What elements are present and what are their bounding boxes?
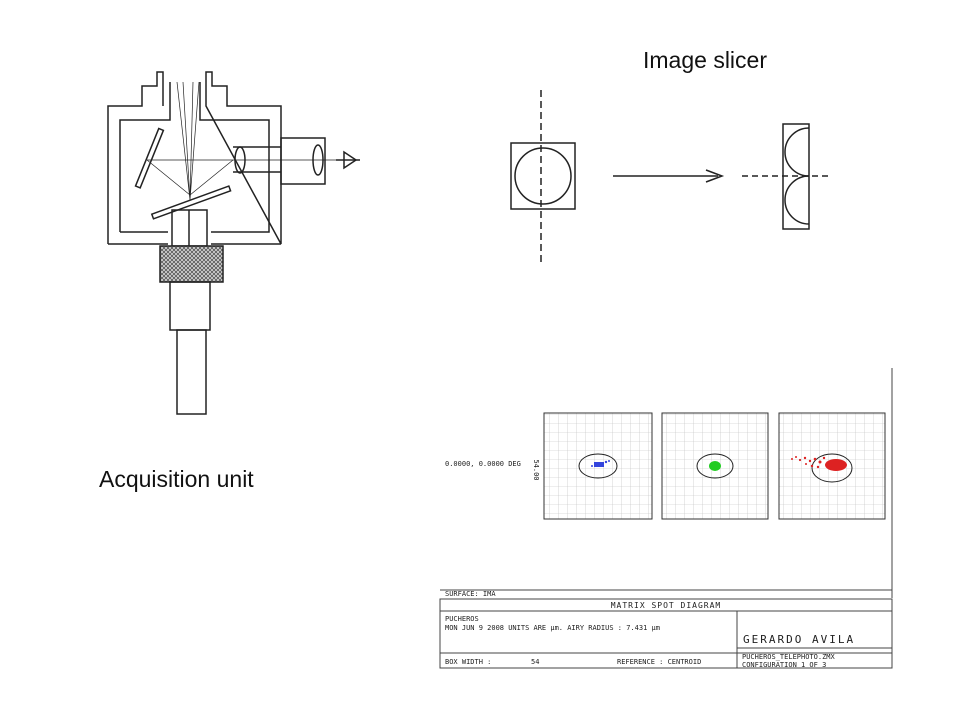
spot-diagram-title: MATRIX SPOT DIAGRAM — [611, 601, 722, 610]
box-width-label: BOX WIDTH : — [445, 658, 491, 666]
spot-points-red — [791, 456, 847, 471]
author-name: GERARDO AVILA — [743, 633, 855, 646]
spot-points-green — [709, 461, 721, 471]
field-angle-label: 0.0000, 0.0000 DEG — [445, 460, 521, 468]
system-name: PUCHEROS — [445, 615, 479, 623]
surface-label: SURFACE: IMA — [445, 590, 496, 598]
spot-box-3 — [778, 412, 886, 520]
image-slicer-drawing — [510, 90, 832, 262]
acquisition-unit-drawing — [107, 71, 360, 415]
spot-diagram-printout: 0.0000, 0.0000 DEG 54.00 — [439, 368, 893, 669]
reference-label: REFERENCE : CENTROID — [617, 658, 701, 666]
spot-box-1 — [543, 412, 653, 520]
spot-points-blue — [591, 460, 610, 467]
file-name: PUCHEROS_TELEPHOTO.ZMX — [742, 653, 836, 661]
image-slicer-title: Image slicer — [643, 47, 767, 73]
acquisition-unit-title: Acquisition unit — [99, 466, 254, 492]
box-scale-label: 54.00 — [532, 459, 540, 480]
date-units-line: MON JUN 9 2008 UNITS ARE µm. AIRY RADIUS… — [445, 624, 660, 632]
box-width-value: 54 — [531, 658, 539, 666]
spot-box-2 — [661, 412, 769, 520]
configuration-label: CONFIGURATION 1 OF 3 — [742, 661, 826, 669]
